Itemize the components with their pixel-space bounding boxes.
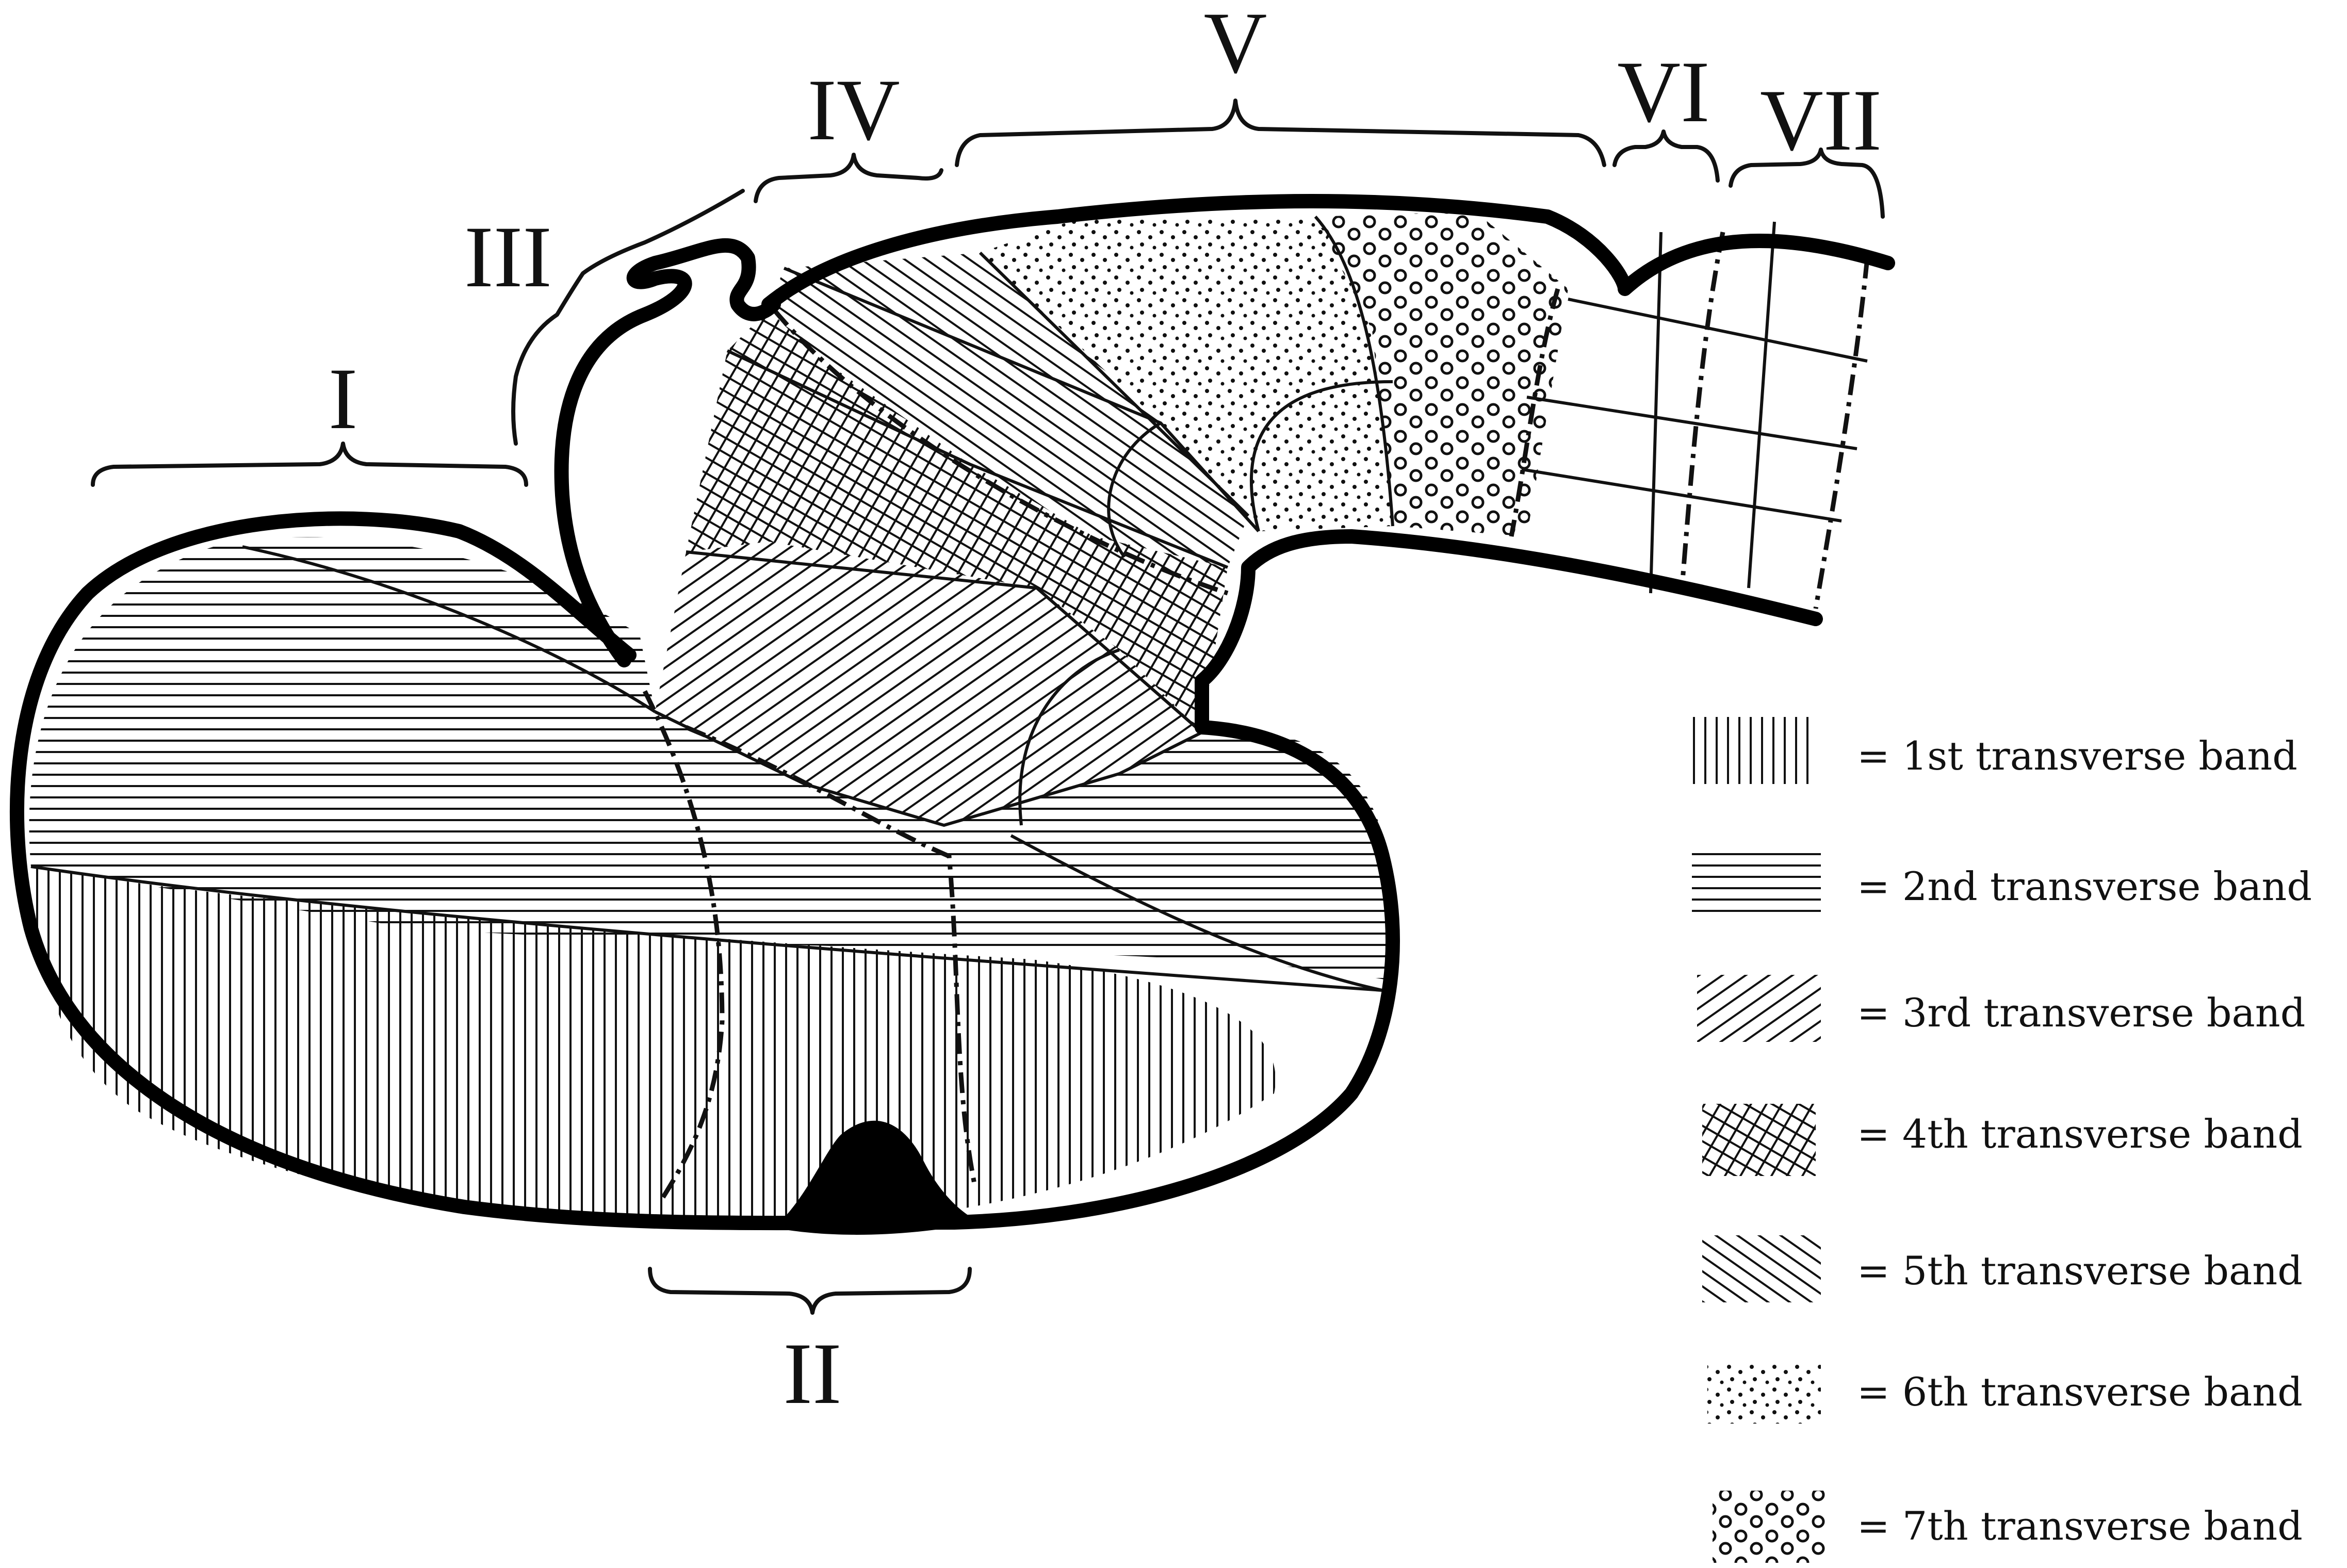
legend-item: = 4th transverse band (1702, 1104, 2303, 1176)
segment-brace-V (955, 99, 1606, 167)
band-7-region (1315, 211, 1568, 536)
segment-label-VI: VI (1617, 43, 1709, 140)
band-1-region (31, 867, 1276, 1223)
legend-label: = 7th transverse band (1857, 1503, 2303, 1549)
band-division-line (1018, 648, 1120, 826)
segment-label-V: V (1204, 0, 1267, 91)
dash-dot-boundary (1679, 232, 1725, 594)
tube-grid-lines (1521, 221, 1868, 594)
legend-item: = 5th transverse band (1702, 1235, 2303, 1302)
body-outline (1195, 529, 1823, 734)
segment-label-I: I (329, 350, 358, 447)
legend-swatch-cross-hatch (1702, 1104, 1816, 1176)
legend-swatch-horizontal-lines (1692, 851, 1821, 918)
dash-dot-boundary (642, 690, 725, 1203)
segment-brace-IV (754, 153, 943, 203)
legend-item: = 2nd transverse band (1692, 851, 2312, 918)
segment-label-II: II (783, 1325, 841, 1422)
band-division-line (726, 349, 1229, 569)
legend-swatch-diagonal-forward (1697, 975, 1821, 1042)
legend-label: = 3rd transverse band (1857, 990, 2305, 1036)
band-division-line (1314, 215, 1394, 527)
legend-swatch-vertical-lines (1692, 717, 1811, 784)
big-lobe-outline (9, 511, 1400, 1231)
segment-brace-VII (1729, 148, 1885, 219)
band-division-line (242, 545, 656, 713)
fold-outline (554, 238, 781, 667)
legend-swatch-fine-dots (1707, 1362, 1821, 1424)
segment-label-VII: VII (1760, 72, 1882, 169)
legend-item: = 1st transverse band (1692, 717, 2297, 784)
segment-brace-I (91, 442, 528, 487)
dash-dot-boundary (1813, 257, 1870, 609)
median-blob (774, 1120, 980, 1235)
legend-swatch-diagonal-backward (1702, 1235, 1821, 1302)
band-division-line (30, 865, 1383, 992)
segment-brace-II (648, 1267, 972, 1315)
top-outline (761, 194, 1895, 312)
segment-brace-VI (1612, 129, 1720, 183)
band-division-line (1010, 834, 1383, 992)
legend-item: = 6th transverse band (1707, 1362, 2303, 1424)
legend: = 1st transverse band = 2nd transverse b… (1692, 717, 2312, 1563)
dash-dot-boundary (685, 725, 977, 1187)
legend-item: = 3rd transverse band (1697, 975, 2305, 1042)
band-division-line (686, 550, 1203, 734)
band-2-region (29, 537, 1388, 980)
band-division-line (654, 710, 1203, 827)
dash-dot-boundary (1509, 288, 1560, 537)
legend-swatch-small-circles (1713, 1491, 1826, 1563)
segment-label-III: III (464, 208, 552, 305)
legend-label: = 1st transverse band (1857, 733, 2297, 779)
segment-label-IV: IV (807, 61, 900, 158)
legend-label: = 5th transverse band (1857, 1248, 2303, 1294)
band-division-line (979, 251, 1250, 517)
band-division-line (1107, 380, 1393, 558)
legend-label: = 6th transverse band (1857, 1369, 2303, 1415)
segment-brace-III (511, 189, 745, 446)
band-4-region (686, 309, 1228, 732)
band-5-region (769, 253, 1248, 567)
legend-label: = 4th transverse band (1857, 1111, 2303, 1157)
band-6-region (980, 217, 1393, 531)
legend-label: = 2nd transverse band (1857, 863, 2312, 909)
legend-item: = 7th transverse band (1713, 1491, 2303, 1563)
